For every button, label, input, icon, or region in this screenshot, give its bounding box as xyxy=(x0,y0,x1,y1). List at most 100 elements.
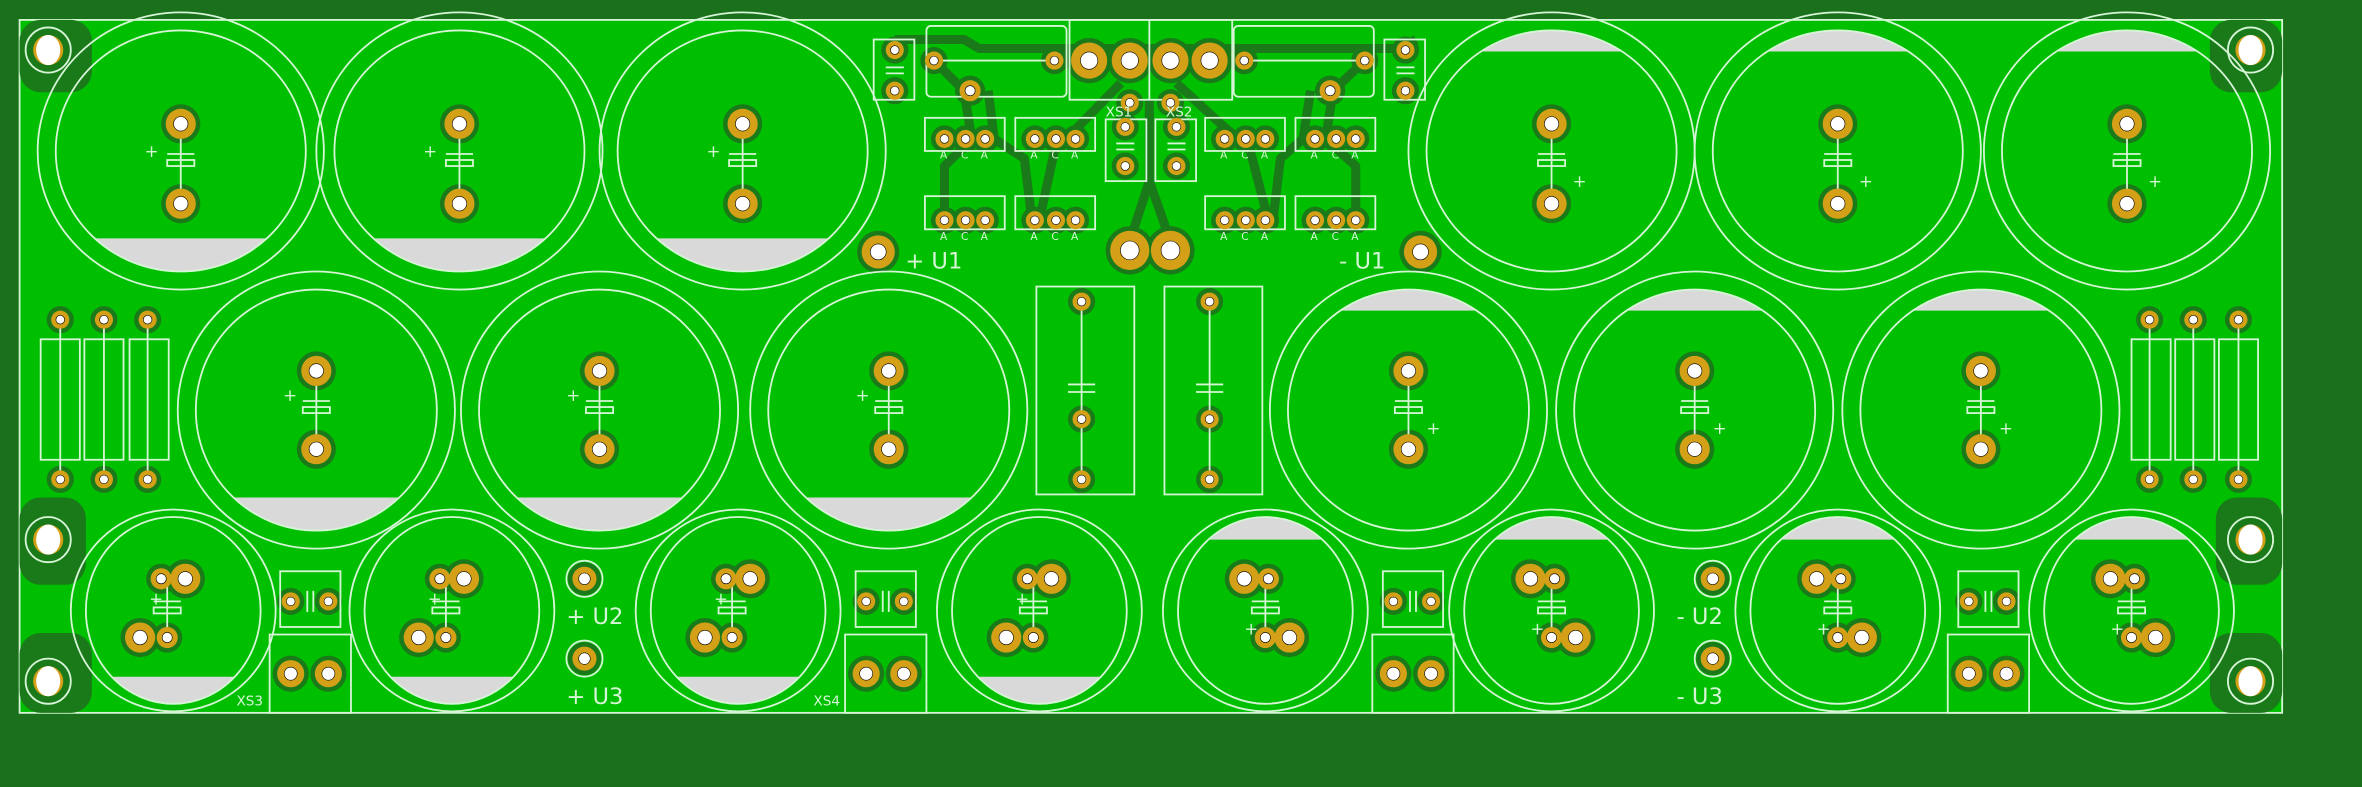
drill-hole xyxy=(1076,414,1087,424)
large-capacitor-body xyxy=(767,288,1011,532)
label-xs1: XS1 xyxy=(1106,104,1133,120)
transistor-outline xyxy=(1294,116,1377,152)
small-capacitor-box xyxy=(279,570,342,628)
mounting-hole xyxy=(2238,666,2263,697)
drill-hole xyxy=(1546,632,1557,643)
drill-hole xyxy=(1070,215,1081,225)
terminal-outline xyxy=(565,559,604,598)
drill-hole xyxy=(1706,652,1719,665)
mounting-hole xyxy=(2238,34,2263,66)
small-capacitor-body xyxy=(1463,516,1640,705)
pin-label: C xyxy=(1332,150,1339,162)
drill-hole xyxy=(1204,296,1215,307)
transistor-outline xyxy=(1294,195,1377,231)
drill-hole xyxy=(1809,571,1825,587)
pin-label: C xyxy=(961,150,968,162)
small-capacitor-body xyxy=(1749,516,1927,705)
drill-hole xyxy=(1310,215,1320,225)
terminal-block xyxy=(1371,633,1455,714)
drill-hole xyxy=(1544,196,1560,212)
pin-label: A xyxy=(1220,150,1228,162)
drill-hole xyxy=(2001,596,2012,607)
capacitor-symbol xyxy=(1394,406,1423,414)
drill-hole xyxy=(1080,51,1099,70)
drill-hole xyxy=(2129,573,2140,585)
drill-hole xyxy=(1544,116,1560,132)
small-capacitor-box xyxy=(854,570,917,628)
small-capacitor-box xyxy=(1381,570,1445,628)
drill-hole xyxy=(1076,296,1087,307)
transistor-outline xyxy=(1204,195,1286,231)
drill-hole xyxy=(1239,55,1249,66)
film-capacitor-box xyxy=(1035,285,1136,496)
drill-hole xyxy=(592,363,608,379)
mounting-hole xyxy=(36,524,61,555)
small-capacitor-box xyxy=(1383,38,1426,101)
drill-hole xyxy=(173,116,189,132)
capacitor-symbol xyxy=(728,159,758,167)
drill-hole xyxy=(1973,363,1989,379)
mounting-hole xyxy=(2238,524,2263,555)
drill-hole xyxy=(1400,45,1411,55)
drill-hole xyxy=(1204,414,1215,424)
small-capacitor-body xyxy=(84,516,262,705)
drill-hole xyxy=(1331,215,1341,225)
drill-hole xyxy=(1030,134,1040,144)
capacitor-symbol xyxy=(166,159,196,167)
large-capacitor-body xyxy=(616,29,869,273)
drill-hole xyxy=(286,596,296,607)
drill-hole xyxy=(578,572,591,585)
drill-hole xyxy=(742,571,758,587)
pin-label: C xyxy=(1051,231,1058,243)
large-capacitor-body xyxy=(1573,288,1817,532)
polarity-plus: + xyxy=(428,589,442,608)
drill-hole xyxy=(2144,315,2155,325)
drill-hole xyxy=(998,630,1014,646)
pin-label: A xyxy=(940,150,948,162)
pin-label: A xyxy=(981,150,989,162)
silkscreen-layer xyxy=(24,11,2275,714)
drill-hole xyxy=(308,363,324,379)
drill-hole xyxy=(323,596,334,607)
drill-hole xyxy=(161,632,173,643)
large-capacitor-outline xyxy=(1693,11,1982,291)
small-capacitor-body xyxy=(363,516,541,705)
drill-hole xyxy=(1259,632,1271,643)
drill-hole xyxy=(881,441,897,457)
pin-label: C xyxy=(1241,150,1248,162)
copper-trace xyxy=(1268,90,1316,221)
drill-hole xyxy=(1120,51,1139,70)
drill-hole xyxy=(451,116,467,132)
transistor-outline xyxy=(1014,195,1097,231)
polarity-plus: + xyxy=(423,142,437,161)
drill-hole xyxy=(890,45,900,55)
large-capacitor-body xyxy=(478,288,721,532)
drill-hole xyxy=(1386,666,1401,681)
drill-hole xyxy=(1051,134,1061,144)
drill-hole xyxy=(1426,596,1436,607)
drill-hole xyxy=(1351,134,1361,144)
drill-hole xyxy=(1400,86,1411,96)
film-capacitor-box xyxy=(1163,285,1264,496)
drill-hole xyxy=(451,196,467,212)
drill-hole xyxy=(1028,632,1039,643)
drill-hole xyxy=(1049,55,1060,66)
mounting-hole-outline xyxy=(2227,26,2275,74)
pads-layer xyxy=(33,34,2266,697)
drill-hole xyxy=(55,315,65,325)
polarity-plus: + xyxy=(1573,172,1587,191)
pin-label: A xyxy=(1261,231,1269,243)
small-capacitor-outline xyxy=(69,508,277,713)
pin-label: A xyxy=(1351,231,1359,243)
capacitor-symbol xyxy=(874,406,904,414)
drill-hole xyxy=(1331,134,1341,144)
drill-hole xyxy=(99,315,109,325)
capacitor-symbol xyxy=(301,406,331,414)
pin-label: C xyxy=(1332,231,1339,243)
capacitor-symbol xyxy=(1680,406,1710,414)
polarity-plus: + xyxy=(149,589,163,608)
large-capacitor-body xyxy=(194,288,438,532)
drill-hole xyxy=(1549,573,1560,585)
polarity-plus: + xyxy=(2148,172,2162,191)
